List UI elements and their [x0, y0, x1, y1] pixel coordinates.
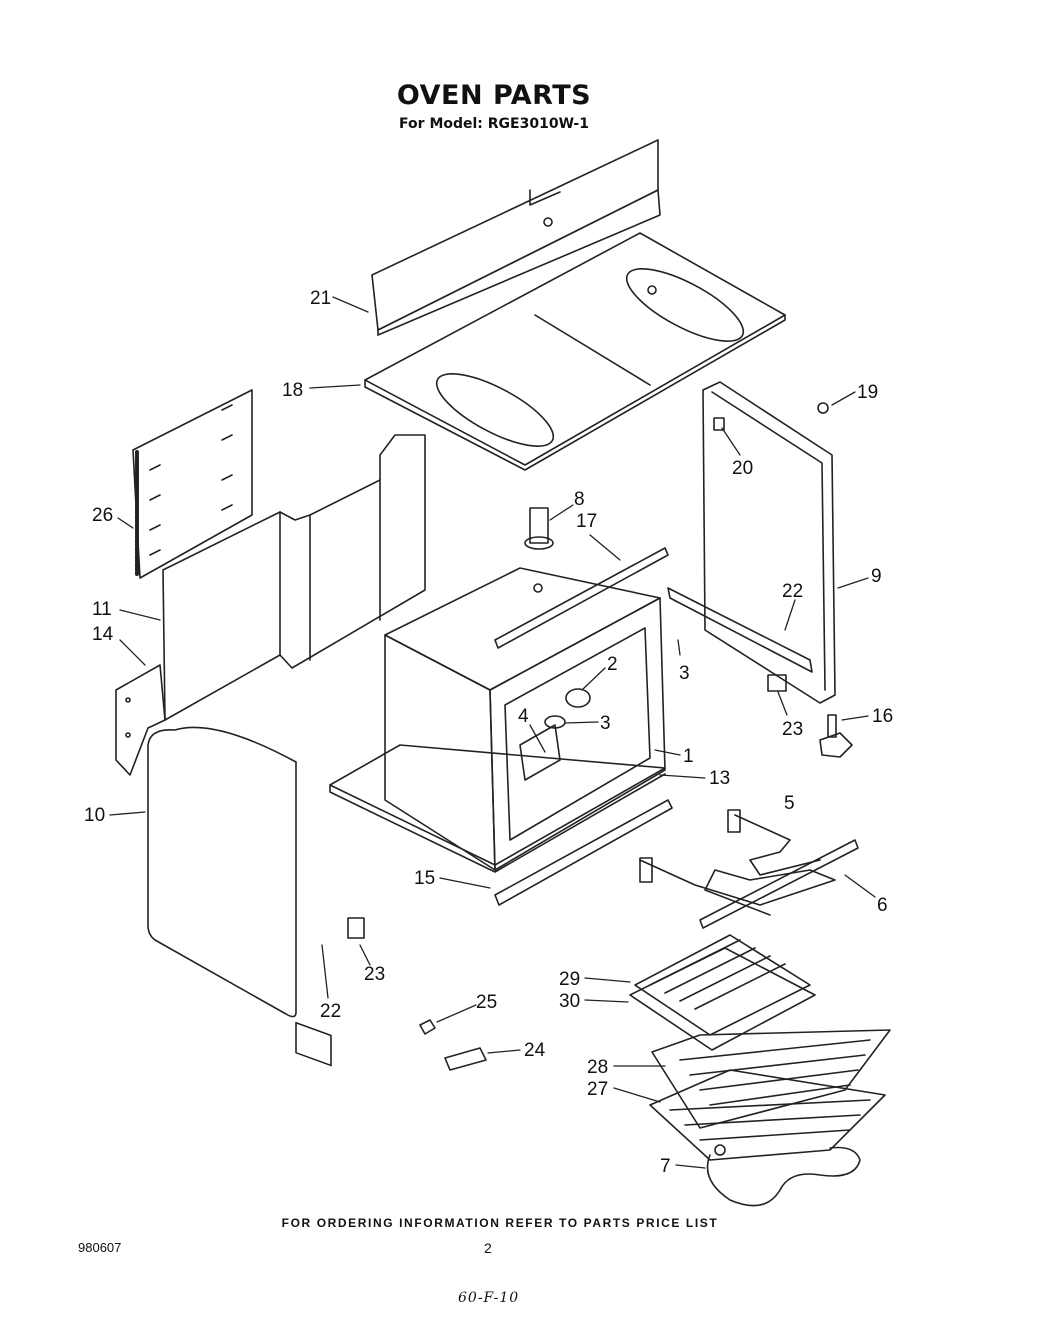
callout-9: 9 — [871, 566, 882, 587]
part-7-element — [706, 1144, 861, 1207]
part-22-hinge-rail — [667, 587, 813, 673]
callout-11: 11 — [92, 599, 112, 620]
part-15-front-rail — [494, 799, 673, 906]
callout-17: 17 — [576, 511, 597, 532]
callout-15: 15 — [414, 868, 435, 889]
part-18-oven-top — [364, 232, 786, 471]
part-25-nut — [419, 1019, 436, 1035]
callout-labels: 21 18 19 20 26 8 17 9 22 11 14 2 3 3 4 2… — [84, 288, 893, 1177]
callout-14: 14 — [92, 624, 114, 645]
part-6-broil-element — [639, 839, 859, 929]
model-subtitle: For Model: RGE3010W-1 — [399, 116, 589, 132]
callout-6: 6 — [877, 895, 888, 916]
page-title: OVEN PARTS — [396, 80, 592, 111]
part-13-oven-bottom — [329, 744, 666, 873]
part-5-bake-element — [727, 809, 821, 876]
callout-10: 10 — [84, 805, 105, 826]
callout-21: 21 — [310, 288, 331, 309]
callout-24: 24 — [524, 1040, 546, 1061]
callout-18: 18 — [282, 380, 303, 401]
callout-4: 4 — [518, 706, 529, 727]
callout-23: 23 — [364, 964, 385, 985]
part-11-side-wrapper — [162, 434, 426, 721]
part-9-side-panel — [702, 381, 836, 704]
part-26-insulation — [132, 389, 253, 579]
callout-3: 3 — [679, 663, 690, 684]
callout-23: 23 — [782, 719, 803, 740]
part-8-flue — [524, 507, 554, 550]
part-14-bracket — [115, 664, 166, 776]
callout-16: 16 — [872, 706, 893, 727]
callout-5: 5 — [784, 793, 795, 814]
callout-30: 30 — [559, 991, 580, 1012]
document-code: 980607 — [78, 1240, 122, 1255]
callout-7: 7 — [660, 1156, 671, 1177]
callout-27: 27 — [587, 1079, 608, 1100]
part-24-terminal-block — [444, 1047, 487, 1071]
callout-22: 22 — [320, 1001, 341, 1022]
part-30-broil-pan — [629, 947, 816, 1051]
part-21-rear-panel — [371, 139, 661, 336]
ordering-notice: FOR ORDERING INFORMATION REFER TO PARTS … — [281, 1216, 719, 1230]
part-28-rack — [651, 1029, 891, 1129]
callout-29: 29 — [559, 969, 580, 990]
callout-25: 25 — [476, 992, 497, 1013]
callout-22: 22 — [782, 581, 803, 602]
callout-8: 8 — [574, 489, 585, 510]
callout-3: 3 — [600, 713, 611, 734]
callout-1: 1 — [683, 746, 694, 767]
callout-26: 26 — [92, 505, 113, 526]
part-23-hinge-block — [347, 674, 787, 939]
leader-lines — [109, 296, 876, 1169]
callout-13: 13 — [709, 768, 730, 789]
callout-28: 28 — [587, 1057, 608, 1078]
part-27-rack — [649, 1069, 886, 1161]
part-17-rail — [494, 547, 669, 649]
handwritten-note: 60-F-10 — [458, 1290, 520, 1306]
part-10-door — [147, 726, 332, 1067]
part-20-clip — [713, 417, 725, 431]
part-19-screw — [817, 402, 829, 414]
part-1-oven-cavity — [384, 567, 666, 871]
callout-20: 20 — [732, 458, 753, 479]
callout-2: 2 — [607, 654, 618, 675]
page-number: 2 — [484, 1240, 492, 1256]
part-16-leveling-leg — [819, 714, 853, 758]
callout-19: 19 — [857, 382, 878, 403]
